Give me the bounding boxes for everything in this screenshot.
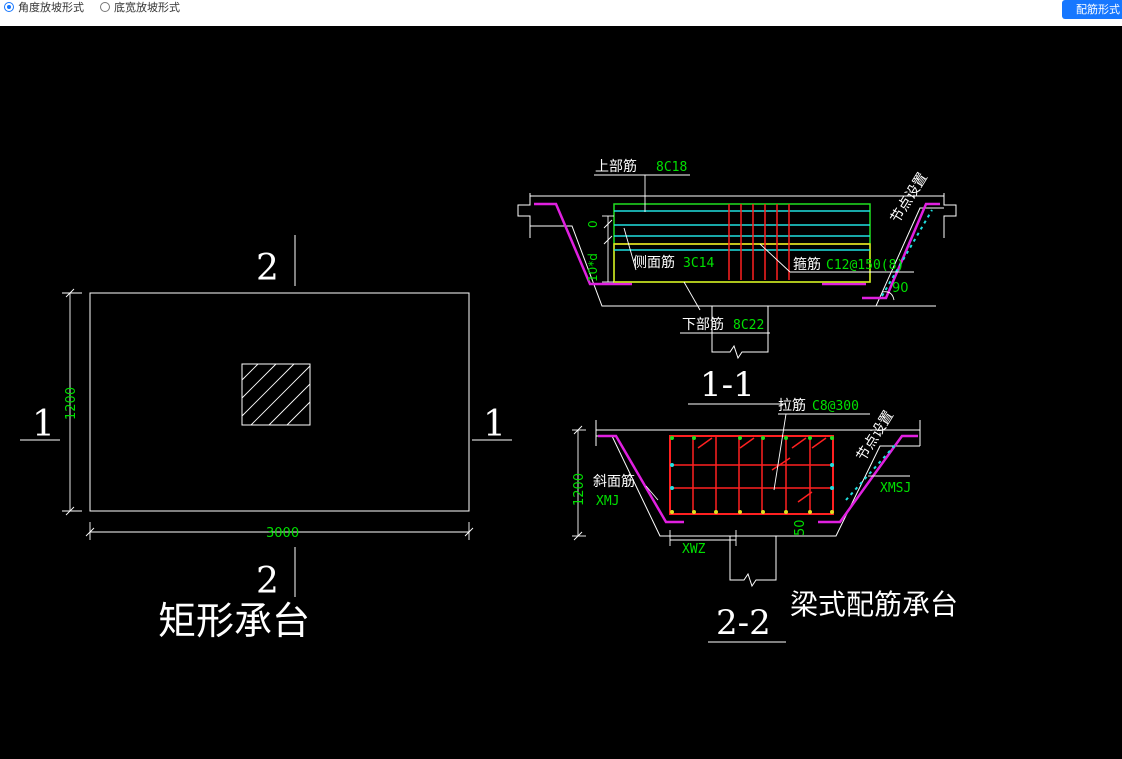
section-2-xwz: XWZ — [682, 542, 706, 557]
section-2-caption: 梁式配筋承台 — [790, 588, 958, 621]
section-1-dim-zero: 0 — [586, 220, 600, 228]
section-1-node-label: 节点设置 — [888, 170, 931, 226]
radio-unchecked-icon — [100, 2, 110, 12]
section-2-rebar-cage — [669, 435, 834, 515]
section-2-slope-bar-label: 斜面筋 — [593, 473, 635, 490]
section-2-slope-bar-left — [598, 434, 684, 524]
section-1-break-right — [943, 193, 957, 238]
section-1-slope-dash — [881, 209, 933, 297]
reinforcement-form-button[interactable]: 配筋形式 — [1062, 0, 1122, 19]
section-2-rebar-grid — [670, 436, 833, 514]
section-mark-top: 2 — [256, 248, 279, 289]
toolbar: 角度放坡形式 底宽放坡形式 配筋形式 — [0, 0, 1122, 26]
radio-angle-slope-label: 角度放坡形式 — [18, 1, 84, 14]
plan-dim-width: 3000 — [266, 526, 299, 541]
section-2-title: 2-2 — [716, 603, 771, 643]
section-2-slope-dash — [845, 443, 897, 501]
section-1-dim-10d: 10*d — [586, 253, 600, 282]
section-mark-left: 1 — [32, 404, 55, 445]
section-1-title: 1-1 — [700, 365, 755, 405]
section-1-leaders — [594, 174, 914, 334]
radio-bottom-width-slope[interactable]: 底宽放坡形式 — [100, 0, 180, 14]
radio-bottom-width-slope-label: 底宽放坡形式 — [114, 1, 180, 14]
section-2-tie-bar-label: 拉筋 — [778, 397, 806, 414]
section-1-break-left — [517, 193, 531, 238]
section-2-tie-bar-value: C8@300 — [812, 399, 859, 414]
section-mark-bottom: 2 — [256, 561, 279, 602]
section-2-2: 2-2 梁式配筋承台 拉筋 C8@300 斜面筋 XMJ XMSJ XWZ 12… — [572, 397, 958, 643]
section-1-angle: 90 — [892, 281, 909, 296]
section-2-bar-dots — [670, 436, 834, 514]
section-2-leaders — [572, 413, 910, 546]
section-2-xmj: XMJ — [596, 494, 619, 509]
section-mark-right: 1 — [483, 404, 506, 445]
section-2-dim-50: 50 — [793, 519, 808, 536]
cad-drawing: 1 1 2 2 3000 1200 矩形承台 — [20, 158, 958, 643]
section-1-bottom-bar-value: 8C22 — [733, 318, 764, 333]
radio-angle-slope[interactable]: 角度放坡形式 — [4, 0, 84, 14]
section-1-column-break — [711, 306, 769, 360]
section-2-xmsj: XMSJ — [880, 481, 911, 496]
plan-outline — [89, 292, 470, 512]
plan-dim-height: 1200 — [64, 387, 79, 420]
section-1-stirrup-value: C12@150(8) — [826, 258, 904, 273]
section-1-stirrup-label: 箍筋 — [793, 256, 821, 273]
section-1-bottom-yellow — [613, 243, 871, 283]
section-1-bottom-bar-label: 下部筋 — [682, 316, 724, 333]
section-2-dim-height: 1200 — [572, 473, 587, 506]
section-2-column-break — [729, 536, 777, 588]
section-1-slope-bar-left — [534, 202, 632, 286]
column-hatch-lines — [241, 363, 311, 426]
radio-checked-icon — [4, 2, 14, 12]
plan-title: 矩形承台 — [158, 599, 310, 643]
cad-drawing-canvas: 1 1 2 2 3000 1200 矩形承台 — [0, 26, 1122, 759]
plan-view: 1 1 2 2 3000 1200 矩形承台 — [20, 235, 512, 643]
section-1-slope-bar-right — [862, 202, 940, 300]
section-1-stirrups — [728, 204, 790, 280]
plan-dimension-lines — [62, 288, 474, 540]
section-2-slope-bar-right — [818, 434, 918, 524]
section-1-top-bar-value: 8C18 — [656, 160, 687, 175]
section-1-side-bar-label: 侧面筋 — [633, 254, 675, 271]
section-1-1: 1-1 上部筋 8C18 侧面筋 3C14 箍筋 C12@150(8) 下部筋 … — [517, 158, 957, 405]
section-1-side-bar-value: 3C14 — [683, 256, 714, 271]
section-1-top-bar-label: 上部筋 — [595, 158, 637, 175]
